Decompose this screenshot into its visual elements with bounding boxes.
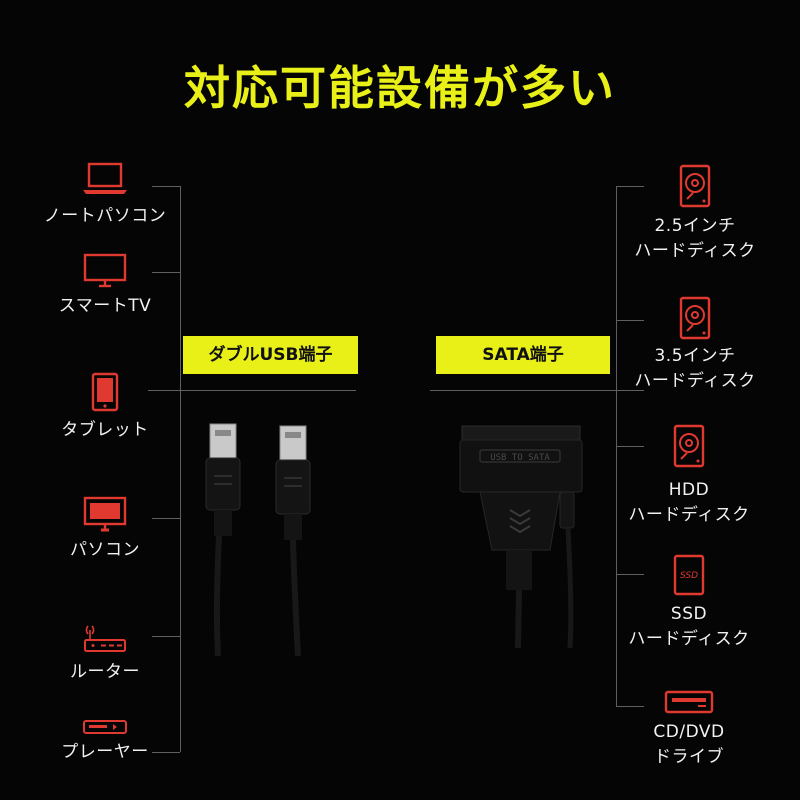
hdd-icon bbox=[673, 424, 705, 468]
device-cd-dvd: CD/DVD ドライブ bbox=[604, 690, 774, 770]
headline: 対応可能設備が多い bbox=[184, 61, 616, 115]
device-tablet: タブレット bbox=[20, 372, 190, 443]
device-pc: パソコン bbox=[20, 496, 190, 563]
sata-port-tag: SATA端子 bbox=[436, 336, 610, 374]
smart-tv-icon bbox=[83, 253, 127, 288]
device-label: HDD ハードディスク bbox=[628, 480, 750, 525]
device-label: スマートTV bbox=[58, 296, 152, 316]
left-bracket-tick bbox=[152, 636, 180, 637]
right-bracket-tick bbox=[616, 706, 644, 707]
device-ssd: SSD SSD ハードディスク bbox=[604, 554, 774, 652]
right-bracket-tick bbox=[616, 446, 644, 447]
device-smart-tv: スマートTV bbox=[20, 252, 190, 319]
device-label: ルーター bbox=[70, 662, 140, 682]
left-bracket-tick bbox=[152, 518, 180, 519]
router-icon bbox=[84, 625, 126, 652]
device-label: 2.5インチ ハードディスク bbox=[634, 216, 756, 261]
hdd-icon bbox=[679, 296, 711, 340]
tablet-icon bbox=[91, 372, 119, 412]
device-hdd-2-5: 2.5インチ ハードディスク bbox=[610, 164, 780, 264]
device-label: SSD ハードディスク bbox=[628, 604, 750, 649]
monitor-icon bbox=[83, 496, 127, 532]
player-icon bbox=[83, 720, 127, 734]
left-bracket-vertical bbox=[180, 186, 181, 752]
adapter-text: USB TO SATA bbox=[490, 453, 550, 463]
left-bracket-tick bbox=[152, 186, 180, 187]
device-label: プレーヤー bbox=[61, 742, 149, 762]
laptop-icon bbox=[83, 162, 127, 194]
right-connector-line bbox=[430, 390, 644, 391]
right-bracket-tick bbox=[616, 186, 644, 187]
device-label: パソコン bbox=[70, 540, 140, 560]
device-player: プレーヤー bbox=[20, 718, 190, 765]
device-router: ルーター bbox=[20, 622, 190, 685]
device-label: 3.5インチ ハードディスク bbox=[634, 346, 756, 391]
device-label: ノートパソコン bbox=[43, 206, 167, 226]
disc-drive-icon bbox=[664, 690, 714, 714]
right-bracket-tick bbox=[616, 574, 644, 575]
sata-adapter-image: USB TO SATA bbox=[459, 425, 583, 649]
device-label: タブレット bbox=[61, 420, 149, 440]
device-laptop: ノートパソコン bbox=[20, 160, 190, 229]
left-bracket-tick bbox=[152, 752, 180, 753]
device-label: CD/DVD ドライブ bbox=[653, 722, 725, 767]
left-bracket-tick bbox=[152, 272, 180, 273]
device-hdd-3-5: 3.5インチ ハードディスク bbox=[610, 296, 780, 394]
ssd-icon: SSD bbox=[673, 554, 705, 596]
device-hdd: HDD ハードディスク bbox=[604, 424, 774, 528]
ssd-icon-text: SSD bbox=[680, 571, 698, 581]
left-connector-line bbox=[148, 390, 356, 391]
right-bracket-tick bbox=[616, 320, 644, 321]
usb-cable-image bbox=[205, 423, 311, 657]
hdd-icon bbox=[679, 164, 711, 208]
usb-port-tag: ダブルUSB端子 bbox=[183, 336, 358, 374]
